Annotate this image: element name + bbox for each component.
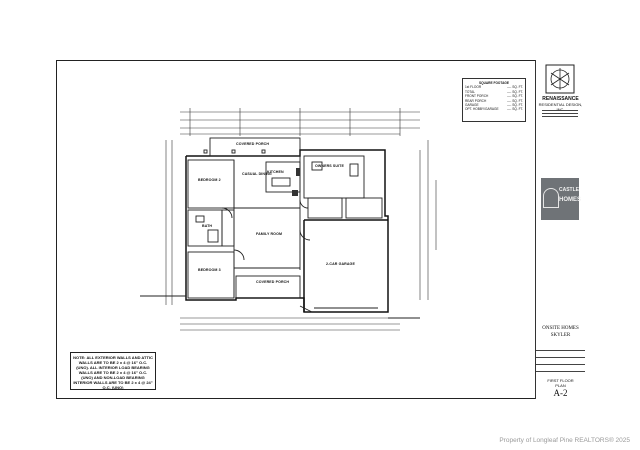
room-label-bath: BATH xyxy=(202,224,213,228)
table-row: TOTAL---- SQ. FT. xyxy=(465,89,523,94)
divider xyxy=(536,364,585,365)
table-row: FRONT PORCH---- SQ. FT. xyxy=(465,94,523,99)
divider xyxy=(536,350,585,351)
divider xyxy=(536,357,585,358)
renaissance-logo-icon xyxy=(545,64,575,94)
table-row: REAR PORCH---- SQ. FT. xyxy=(465,98,523,103)
builder-name-line1: CASTLE xyxy=(559,187,579,193)
divider xyxy=(542,116,578,117)
table-row: GARAGE---- SQ. FT. xyxy=(465,103,523,108)
project-name: ONSITE HOMES xyxy=(542,326,579,331)
room-label-family-room: FAMILY ROOM xyxy=(256,232,283,236)
table-row: 1st FLOOR---- SQ. FT. xyxy=(465,85,523,90)
square-footage-table: SQUARE FOOTAGE 1st FLOOR---- SQ. FT. TOT… xyxy=(462,78,526,122)
builder-logo: CASTLE HOMES xyxy=(541,178,582,220)
table-row: OPT. HOBBY/GARAGE---- SQ. FT. xyxy=(465,107,523,112)
room-label-garage: 2-CAR GARAGE xyxy=(326,262,355,266)
sheet-number: A-2 xyxy=(553,388,568,398)
room-label-covered-porch-top: COVERED PORCH xyxy=(236,142,270,146)
sheet-title-line2: PLAN xyxy=(555,383,566,388)
room-label-bedroom-2: BEDROOM 2 xyxy=(198,178,221,182)
structural-note: NOTE: ALL EXTERIOR WALLS AND ATTIC WALLS… xyxy=(70,352,156,390)
builder-name-line2: HOMES xyxy=(559,197,582,203)
divider xyxy=(542,110,578,111)
divider xyxy=(542,113,578,114)
company-name: RENAISSANCE xyxy=(542,96,579,102)
company-subtitle: RESIDENTIAL DESIGN, INC. xyxy=(538,102,583,112)
room-label-casual-dining: CASUAL DINING xyxy=(242,172,272,176)
copyright-watermark: Property of Longleaf Pine REALTORS® 2025 xyxy=(499,437,630,444)
title-block: RENAISSANCE RESIDENTIAL DESIGN, INC. CAS… xyxy=(535,60,585,399)
room-label-covered-porch-bottom: COVERED PORCH xyxy=(256,280,290,284)
room-label-bedroom-3: BEDROOM 3 xyxy=(198,268,221,272)
room-label-owners-suite: OWNERS SUITE xyxy=(315,164,344,168)
project-plan: SKYLER xyxy=(550,333,571,338)
divider xyxy=(536,371,585,372)
room-label-kitchen: KITCHEN xyxy=(267,170,284,174)
square-footage-title: SQUARE FOOTAGE xyxy=(478,81,510,85)
castle-icon xyxy=(543,188,559,208)
sheet-title-line1: FIRST FLOOR xyxy=(547,378,574,383)
